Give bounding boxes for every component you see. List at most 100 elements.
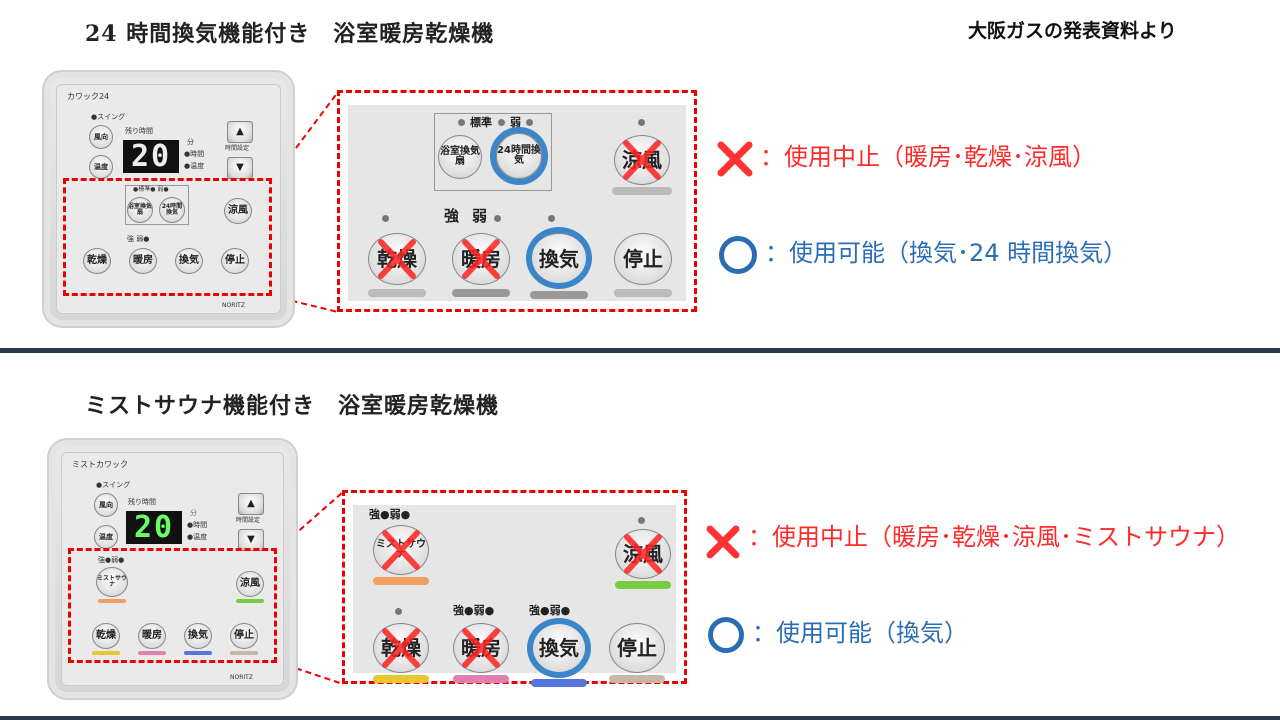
color-bar xyxy=(368,289,426,297)
stop-cross-icon xyxy=(706,525,740,559)
cool-button[interactable]: 涼風 xyxy=(615,529,671,579)
color-bar xyxy=(98,599,126,603)
vent-button[interactable]: 換気 xyxy=(531,623,587,673)
24h-vent-button[interactable]: 24時間換気 xyxy=(159,197,185,223)
color-bar xyxy=(614,289,672,297)
time-up-button[interactable]: ▲ xyxy=(238,493,264,515)
panel-brand: カワック24 xyxy=(67,92,110,101)
vent-button[interactable]: 換気 xyxy=(184,623,212,649)
color-bar xyxy=(373,675,429,683)
section2-title: ミストサウナ機能付き 浴室暖房乾燥機 xyxy=(85,393,500,419)
indicator-led xyxy=(498,119,505,126)
wind-direction-button[interactable]: 風向 xyxy=(94,493,118,517)
section-divider xyxy=(0,348,1280,353)
dry-button[interactable]: 乾燥 xyxy=(92,623,120,649)
panel-brand: ミストカワック xyxy=(72,460,128,469)
source-note: 大阪ガスの発表資料より xyxy=(968,20,1177,42)
maker-logo: NORITZ xyxy=(222,302,245,309)
stop-button[interactable]: 停止 xyxy=(221,248,249,274)
dry-button[interactable]: 乾燥 xyxy=(373,623,429,673)
remote-panel-24h: カワック24 ●スイング 風向 温度 残り時間 20 分 ●時間 ●温度 ▲ 時… xyxy=(42,70,295,328)
std-weak-label: ●標準● 弱● xyxy=(133,186,169,193)
stop-button[interactable]: 停止 xyxy=(230,623,258,649)
indicator-led xyxy=(638,119,645,126)
color-bar xyxy=(452,289,510,297)
strong-weak-label: 強 弱● xyxy=(127,235,150,243)
color-bar xyxy=(236,599,264,603)
unit-temp: ●温度 xyxy=(184,162,205,170)
strong-weak-label: 強●弱● xyxy=(369,508,411,521)
stop-cross-icon xyxy=(717,141,753,177)
indicator-led xyxy=(494,215,501,222)
color-bar xyxy=(612,187,672,195)
swing-label: ●スイング xyxy=(91,113,126,121)
indicator-led xyxy=(382,215,389,222)
std-label: 標準 xyxy=(470,116,492,129)
mist-sauna-button[interactable]: ミストサウナ xyxy=(96,567,128,597)
24h-vent-button[interactable]: 24時間換気 xyxy=(496,133,542,179)
highlight-box-2 xyxy=(68,548,277,663)
legend-stop-text: ：使用中止（暖房･乾燥･涼風） xyxy=(760,143,1096,171)
heat-button[interactable]: 暖房 xyxy=(453,623,509,673)
heat-button[interactable]: 暖房 xyxy=(138,623,166,649)
indicator-led xyxy=(458,119,465,126)
unit-hour: ●時間 xyxy=(184,150,205,158)
strong-weak-label: 強●弱● xyxy=(453,604,495,617)
highlight-box-1 xyxy=(63,178,272,296)
ok-circle-icon xyxy=(719,236,757,274)
timer-display: 20 xyxy=(126,511,182,544)
color-bar xyxy=(138,651,166,655)
temperature-button[interactable]: 温度 xyxy=(89,155,113,179)
triangle-up-icon: ▲ xyxy=(247,498,255,509)
stop-button[interactable]: 停止 xyxy=(614,233,672,285)
unit-temp: ●温度 xyxy=(187,533,208,541)
heat-button[interactable]: 暖房 xyxy=(129,248,157,274)
vent-group-box xyxy=(125,185,189,225)
heat-button[interactable]: 暖房 xyxy=(452,233,510,285)
cool-button[interactable]: 涼風 xyxy=(224,198,252,224)
unit-min: 分 xyxy=(190,509,197,517)
dry-button[interactable]: 乾燥 xyxy=(368,233,426,285)
mist-sauna-button[interactable]: ミストサウナ xyxy=(373,525,429,575)
triangle-down-icon: ▼ xyxy=(236,162,244,173)
vent-group-box xyxy=(434,113,552,191)
legend-ok-text: ：使用可能（換気） xyxy=(752,619,968,647)
legend-ok-text: ：使用可能（換気･24 時間換気） xyxy=(765,239,1128,267)
triangle-up-icon: ▲ xyxy=(236,126,244,137)
bottom-divider xyxy=(0,716,1280,720)
remaining-time-label: 残り時間 xyxy=(125,127,153,135)
time-set-label: 時間設定 xyxy=(236,517,261,524)
remaining-time-label: 残り時間 xyxy=(128,498,156,506)
maker-logo: NORITZ xyxy=(230,674,253,681)
color-bar xyxy=(453,675,509,683)
indicator-led xyxy=(526,119,533,126)
color-bar xyxy=(373,577,429,585)
cool-button[interactable]: 涼風 xyxy=(614,135,670,185)
temperature-button[interactable]: 温度 xyxy=(94,525,118,549)
time-set-label: 時間設定 xyxy=(225,145,250,152)
weak-label: 弱 xyxy=(510,116,521,129)
cool-button[interactable]: 涼風 xyxy=(236,571,264,597)
bath-vent-button[interactable]: 浴室換気扇 xyxy=(438,135,482,179)
vent-button[interactable]: 換気 xyxy=(530,233,588,285)
color-bar xyxy=(230,651,258,655)
timer-display: 20 xyxy=(123,140,179,173)
time-up-button[interactable]: ▲ xyxy=(227,121,253,143)
color-bar xyxy=(184,651,212,655)
zoom-box-2: 強●弱● ミストサウナ 涼風 強●弱● 強●弱● 乾燥 暖房 換気 停止 xyxy=(342,490,687,687)
zoom-box-1: 標準 弱 浴室換気扇 24時間換気 涼風 強 弱 乾燥 暖房 換気 停止 xyxy=(337,90,697,312)
color-bar xyxy=(531,679,587,687)
bath-vent-button[interactable]: 浴室換気扇 xyxy=(127,197,153,223)
strong-weak-label: 強●弱● xyxy=(529,604,571,617)
time-down-button[interactable]: ▼ xyxy=(227,157,253,179)
indicator-led xyxy=(638,517,645,524)
weak-label: 弱 xyxy=(472,207,488,225)
indicator-led xyxy=(548,215,555,222)
vent-button[interactable]: 換気 xyxy=(175,248,203,274)
wind-direction-button[interactable]: 風向 xyxy=(89,125,113,149)
color-bar xyxy=(92,651,120,655)
dry-button[interactable]: 乾燥 xyxy=(83,248,111,274)
ok-circle-icon xyxy=(708,617,744,653)
stop-button[interactable]: 停止 xyxy=(609,623,665,673)
legend-stop-text: ：使用中止（暖房･乾燥･涼風･ミストサウナ） xyxy=(748,523,1240,551)
